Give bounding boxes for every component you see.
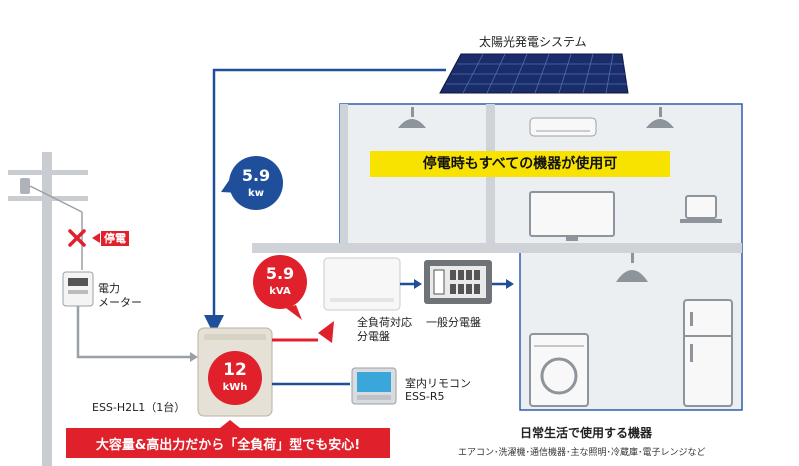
house-beam-vertical bbox=[486, 104, 495, 250]
outage-pointer-icon bbox=[92, 233, 100, 243]
house-beam-left bbox=[340, 104, 348, 244]
pv-power-badge-pointer bbox=[221, 176, 240, 193]
panel-link-arrow bbox=[414, 279, 422, 289]
ceiling-light-icon-2 bbox=[646, 107, 674, 128]
outage-label: 停電 bbox=[101, 231, 129, 246]
appliances-list: エアコン･洗濯機･通信機器･主な照明･冷蔵庫･電子レンジなど bbox=[458, 448, 706, 458]
general-panel-icon bbox=[424, 260, 492, 304]
remote-label-2: ESS-R5 bbox=[405, 390, 445, 403]
full-load-panel-icon bbox=[323, 257, 401, 311]
battery-output-value: 5.9 bbox=[265, 264, 295, 283]
pv-power-unit: kw bbox=[248, 188, 264, 199]
air-conditioner-icon bbox=[529, 117, 597, 137]
television-icon bbox=[529, 191, 615, 241]
house-beam-floor bbox=[252, 243, 742, 253]
solar-label: 太陽光発電システム bbox=[479, 35, 587, 49]
meter-arrow-icon bbox=[190, 352, 198, 362]
battery-output-badge-pointer bbox=[286, 305, 302, 320]
battery-capacity-badge bbox=[208, 351, 262, 405]
laptop-icon bbox=[680, 195, 722, 223]
remote-controller-icon bbox=[351, 367, 397, 405]
meter-icon bbox=[62, 271, 94, 307]
house-banner-text: 停電時もすべての機器が使用可 bbox=[422, 156, 618, 172]
utility-pole-icon bbox=[8, 152, 88, 466]
meter-to-battery-line bbox=[76, 306, 192, 359]
panel-to-house-arrow bbox=[506, 279, 514, 289]
battery-model: ESS-H2L1（1台） bbox=[92, 401, 186, 414]
pv-power-value: 5.9 bbox=[241, 166, 271, 185]
full-load-panel-label-2: 分電盤 bbox=[357, 330, 390, 343]
meter-label-2: メーター bbox=[98, 296, 142, 309]
washing-machine-icon bbox=[529, 333, 589, 407]
appliances-title: 日常生活で使用する機器 bbox=[520, 426, 653, 440]
battery-output-unit: kVA bbox=[269, 286, 291, 297]
ceiling-light-icon bbox=[398, 107, 426, 128]
pv-power-badge bbox=[229, 156, 283, 210]
battery-capacity-value: 12 bbox=[223, 360, 247, 380]
tagline-banner bbox=[66, 428, 390, 458]
general-panel-label: 一般分電盤 bbox=[426, 316, 481, 329]
remote-label-1: 室内リモコン bbox=[405, 377, 471, 390]
full-load-panel-label-1: 全負荷対応 bbox=[357, 316, 412, 329]
battery-output-badge bbox=[253, 255, 307, 309]
refrigerator-icon bbox=[683, 299, 733, 407]
battery-to-panel-arrow bbox=[318, 321, 334, 343]
solar-to-battery-line bbox=[204, 68, 446, 335]
meter-label-1: 電力 bbox=[98, 282, 120, 295]
solar-panel-icon bbox=[439, 53, 629, 94]
tagline-banner-pointer bbox=[220, 420, 240, 428]
battery-capacity-unit: kWh bbox=[222, 382, 248, 393]
outage-x-icon bbox=[68, 229, 86, 247]
tagline-text: 大容量&高出力だから「全負荷」型でも安心! bbox=[95, 438, 361, 453]
pendant-light-icon bbox=[616, 253, 648, 282]
house-banner: 停電時もすべての機器が使用可 bbox=[370, 151, 670, 177]
